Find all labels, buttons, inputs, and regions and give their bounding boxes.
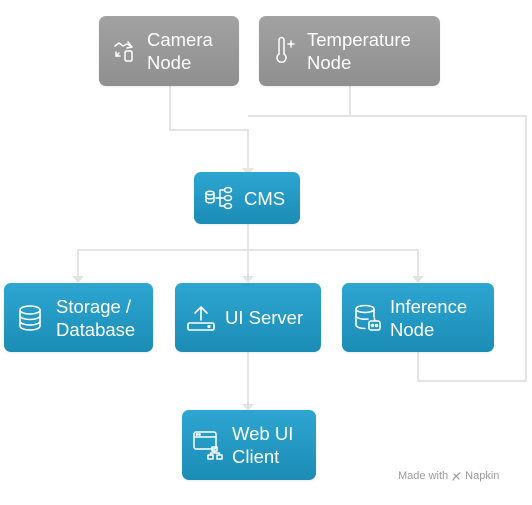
- camera-swap-icon: [109, 38, 141, 64]
- storage-node-label: Storage / Database: [56, 295, 136, 340]
- made-with-napkin-watermark: Made with Napkin: [398, 470, 499, 482]
- camera-node[interactable]: Camera Node: [99, 16, 239, 86]
- napkin-logo-icon: [451, 471, 462, 482]
- ui-server-node[interactable]: UI Server: [175, 283, 321, 352]
- web-client-node[interactable]: Web UI Client: [182, 410, 316, 480]
- browser-network-icon: [192, 429, 224, 461]
- upload-server-icon: [185, 303, 217, 333]
- connector-inference-loop: [350, 115, 527, 382]
- connector-cms-inference: [248, 249, 419, 280]
- inference-node[interactable]: Inference Node: [342, 283, 494, 352]
- connector-cms-storage: [77, 224, 249, 280]
- hierarchy-database-icon: [204, 184, 238, 212]
- ui-server-node-label: UI Server: [225, 307, 304, 328]
- arrowhead-inference: [412, 276, 424, 283]
- camera-node-label: Camera Node: [147, 29, 213, 73]
- temperature-node[interactable]: Temperature Node: [259, 16, 440, 86]
- arrowhead-uiserver: [242, 276, 254, 283]
- watermark-brand: Napkin: [465, 470, 500, 482]
- connector-temperature-cms: [248, 86, 351, 117]
- temperature-node-label: Temperature Node: [307, 29, 411, 73]
- connector-camera-cms: [169, 86, 249, 170]
- web-client-node-label: Web UI Client: [232, 423, 294, 467]
- cms-node-label: CMS: [244, 187, 286, 209]
- watermark-prefix: Made with: [398, 470, 449, 482]
- database-robot-icon: [354, 303, 382, 333]
- arrowhead-storage: [72, 276, 84, 283]
- thermometer-icon: [273, 36, 297, 66]
- cms-node[interactable]: CMS: [194, 172, 300, 224]
- storage-node[interactable]: Storage / Database: [4, 283, 153, 352]
- inference-node-label: Inference Node: [390, 295, 468, 340]
- arrowhead-webclient: [242, 404, 254, 411]
- database-icon: [16, 304, 44, 332]
